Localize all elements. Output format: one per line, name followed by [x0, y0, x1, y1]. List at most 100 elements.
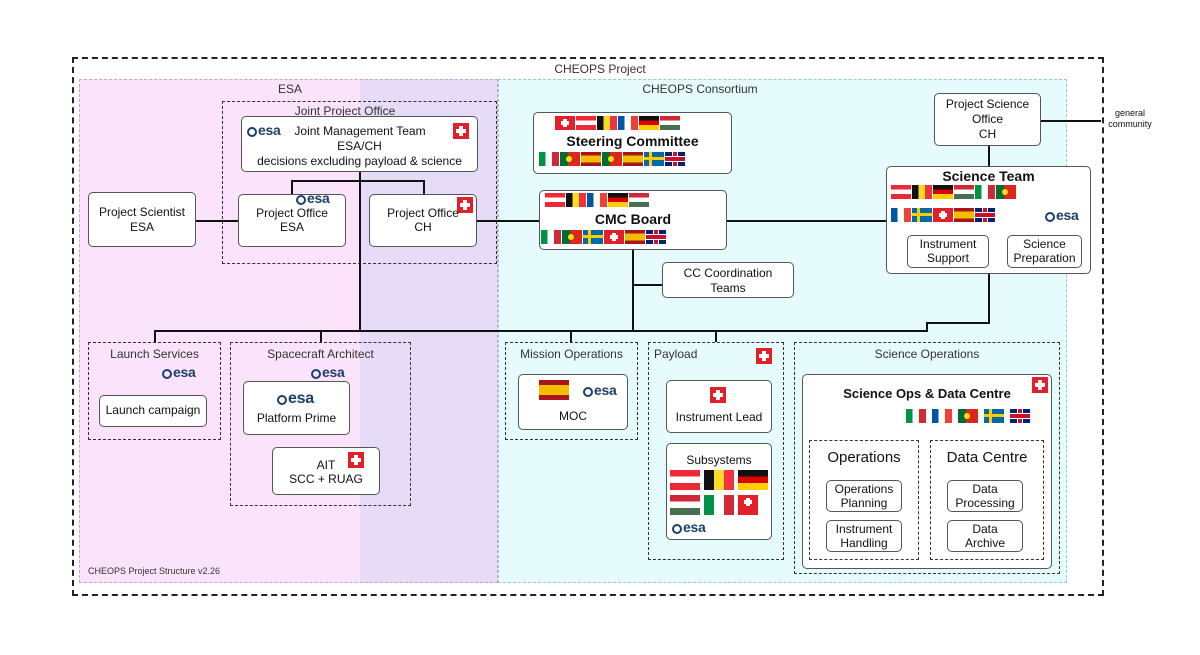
- payload-title: Payload: [654, 347, 698, 361]
- flag-icons: [906, 409, 1030, 423]
- data-processing-line1: Data: [972, 482, 998, 496]
- swiss-cross-icon: [348, 452, 364, 468]
- consortium-region-label: CHEOPS Consortium: [642, 82, 758, 96]
- connector: [154, 330, 156, 342]
- version-label: CHEOPS Project Structure v2.26: [88, 566, 221, 576]
- flag-icons: [670, 470, 768, 490]
- cc-coordination-teams: [662, 262, 794, 298]
- connector: [715, 330, 717, 342]
- cc-line2: Teams: [710, 281, 746, 295]
- project-science-office: [934, 93, 1041, 146]
- po-esa-line1: Project Office: [256, 206, 328, 220]
- instrument-support-line2: Support: [926, 251, 970, 265]
- pso-line2: Office: [971, 112, 1004, 126]
- data-processing: [947, 480, 1023, 512]
- flag-icons: [539, 152, 685, 166]
- flag-icons: [541, 230, 666, 244]
- launch-campaign-label: Launch campaign: [105, 403, 201, 417]
- connector: [926, 322, 928, 332]
- launch-services-title: Launch Services: [110, 347, 199, 361]
- connector: [570, 330, 572, 342]
- project-scientist-line1: Project Scientist: [98, 205, 186, 219]
- operations-planning: [826, 480, 902, 512]
- payload: [648, 342, 784, 560]
- data-archive-line2: Archive: [964, 536, 1005, 550]
- esa-logo-icon: esa: [296, 190, 330, 206]
- data-centre-title: Data Centre: [946, 449, 1028, 466]
- connector: [320, 330, 322, 342]
- connector: [727, 220, 887, 222]
- jpo-label: Joint Project Office: [294, 104, 396, 118]
- science-prep-line2: Preparation: [1013, 251, 1076, 265]
- operations-group: [809, 440, 919, 560]
- spacecraft-architect-title: Spacecraft Architect: [267, 347, 374, 361]
- subsystems: [666, 443, 772, 540]
- esa-logo-icon: esa: [672, 519, 706, 535]
- ops-planning-line1: Operations: [834, 482, 894, 496]
- esa-logo-icon: esa: [311, 364, 345, 380]
- launch-services: [88, 342, 221, 440]
- connector: [477, 220, 539, 222]
- ait-line2: SCC + RUAG: [289, 472, 363, 486]
- swiss-cross-icon: [1032, 377, 1048, 393]
- instr-handling-line2: Handling: [840, 536, 888, 550]
- connector: [988, 274, 990, 324]
- data-archive-line1: Data: [972, 522, 998, 536]
- cmc-board-label: CMC Board: [594, 211, 672, 227]
- data-centre-group: [930, 440, 1044, 560]
- launch-campaign: [99, 395, 207, 427]
- data-archive: [947, 520, 1023, 552]
- operations-title: Operations: [827, 449, 901, 466]
- instrument-support-line1: Instrument: [919, 237, 977, 251]
- platform-prime-label: Platform Prime: [256, 411, 337, 425]
- po-ch-line1: Project Office: [387, 206, 459, 220]
- project-office-esa: [238, 194, 346, 247]
- instrument-lead-label: Instrument Lead: [675, 410, 763, 424]
- jmt-line3: decisions excluding payload & science: [257, 154, 462, 168]
- flag-icons: [670, 495, 758, 515]
- ait-line1: AIT: [316, 458, 336, 472]
- jmt-line2: ESA/CH: [337, 139, 382, 153]
- general-line1: general: [1114, 108, 1146, 118]
- po-ch-line2: CH: [414, 220, 432, 234]
- connector: [423, 180, 425, 194]
- pso-line1: Project Science: [945, 97, 1030, 111]
- connector: [1041, 120, 1101, 122]
- connector: [291, 180, 425, 182]
- platform-prime: [243, 381, 350, 435]
- flag-icons: [891, 208, 995, 222]
- project-title: CHEOPS Project: [554, 62, 646, 76]
- general-line2: community: [1108, 119, 1152, 129]
- science-operations: [794, 342, 1060, 574]
- subsystems-label: Subsystems: [686, 453, 752, 467]
- science-preparation: [1007, 235, 1082, 268]
- instrument-handling: [826, 520, 902, 552]
- mission-operations-title: Mission Operations: [520, 347, 623, 361]
- esa-logo-icon: esa: [583, 382, 617, 398]
- flag-icons: [555, 116, 680, 130]
- instrument-lead: [666, 380, 772, 433]
- instr-handling-line1: Instrument: [835, 522, 893, 536]
- mission-operations: [505, 342, 638, 440]
- swiss-cross-icon: [453, 123, 469, 139]
- science-team-title: Science Team: [942, 168, 1035, 184]
- cc-line1: CC Coordination: [683, 266, 773, 280]
- connector: [926, 322, 990, 324]
- joint-management-team: [241, 116, 478, 172]
- connector: [291, 180, 293, 194]
- swiss-cross-icon: [457, 197, 473, 213]
- science-prep-line1: Science: [1023, 237, 1066, 251]
- esa-logo-icon: esa: [1045, 207, 1079, 223]
- ops-planning-line2: Planning: [840, 496, 888, 510]
- esa-region-label: ESA: [277, 82, 302, 96]
- connector: [359, 171, 361, 331]
- project-scientist-line2: ESA: [129, 220, 154, 234]
- pso-line3: CH: [978, 127, 997, 141]
- po-esa-line2: ESA: [279, 220, 304, 234]
- spain-flag-icon: [539, 380, 569, 400]
- esa-logo-icon: esa: [247, 122, 281, 138]
- esa-logo-icon: esa: [277, 390, 314, 408]
- flag-icons: [891, 185, 1016, 199]
- connector: [632, 284, 662, 286]
- sodc-title: Science Ops & Data Centre: [843, 386, 1011, 401]
